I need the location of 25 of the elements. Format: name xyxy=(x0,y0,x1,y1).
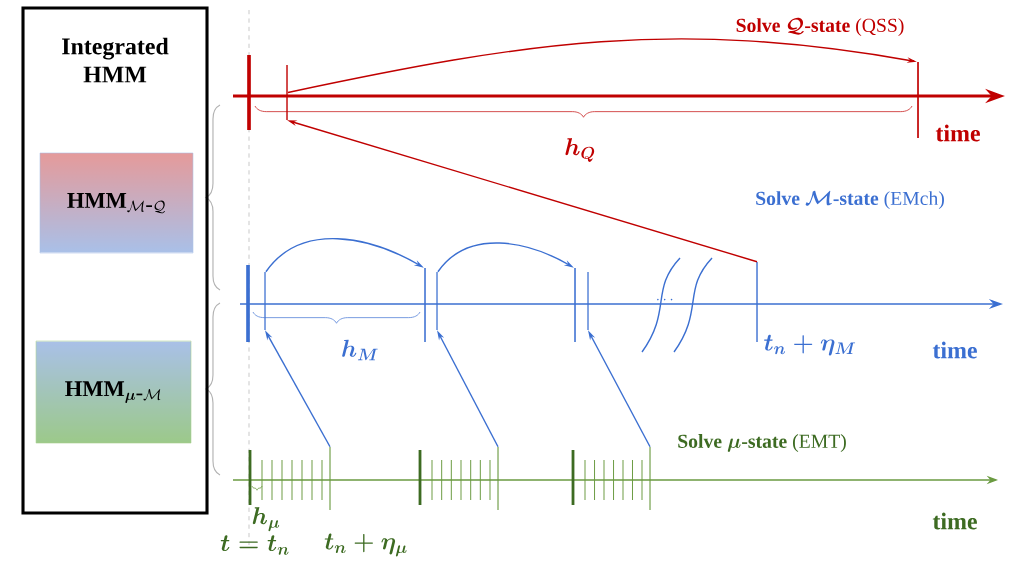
time-label: $\boldsymbol{t_n+\eta_M}$ xyxy=(764,334,856,356)
tick-mark xyxy=(649,447,651,511)
axis-label: time xyxy=(932,512,977,530)
tick-mark xyxy=(497,447,499,511)
step-label: $\boldsymbol{h_\mu}$ xyxy=(252,507,280,532)
tick-mark xyxy=(424,268,426,342)
heading: $\textbf{Solve }\boldsymbol{\mathcal{Q}}\textbf{-state }\textrm{(QSS)}$ xyxy=(736,17,904,37)
heading: $\textbf{Solve }\boldsymbol{\mathcal{M}}\textbf{-state }\textrm{(EMch)}$ xyxy=(756,190,944,210)
time-label: $\boldsymbol{t=t_n}$ xyxy=(220,535,289,555)
heading: $\textbf{Solve }\boldsymbol{\mu}\textbf{-state }\textrm{(EMT)}$ xyxy=(678,434,846,452)
gradient-box: $\mathbf{HMM}_{\boldsymbol{\mu}\mbox{-}\mathcal{M}}$ xyxy=(35,340,192,444)
gradient-box: $\mathbf{HMM}_{\mathcal{M}\mbox{-}\mathcal{Q}}$ xyxy=(39,152,194,254)
step-label: $\boldsymbol{h_Q}$ xyxy=(565,138,595,162)
tick-mark xyxy=(574,268,576,342)
axis-label: time xyxy=(935,124,980,142)
ellipsis: $\cdots$ xyxy=(657,298,673,301)
tick-mark xyxy=(286,65,288,120)
tick-mark xyxy=(587,272,589,330)
tick-mark xyxy=(436,272,438,330)
tick-mark xyxy=(264,272,266,330)
step-label: $\boldsymbol{h_M}$ xyxy=(342,339,378,361)
tick-mark xyxy=(756,262,758,342)
time-label: $\boldsymbol{t_n+\eta_\mu}$ xyxy=(324,533,407,557)
tick-mark xyxy=(329,447,331,511)
axis-label: time xyxy=(932,341,977,359)
